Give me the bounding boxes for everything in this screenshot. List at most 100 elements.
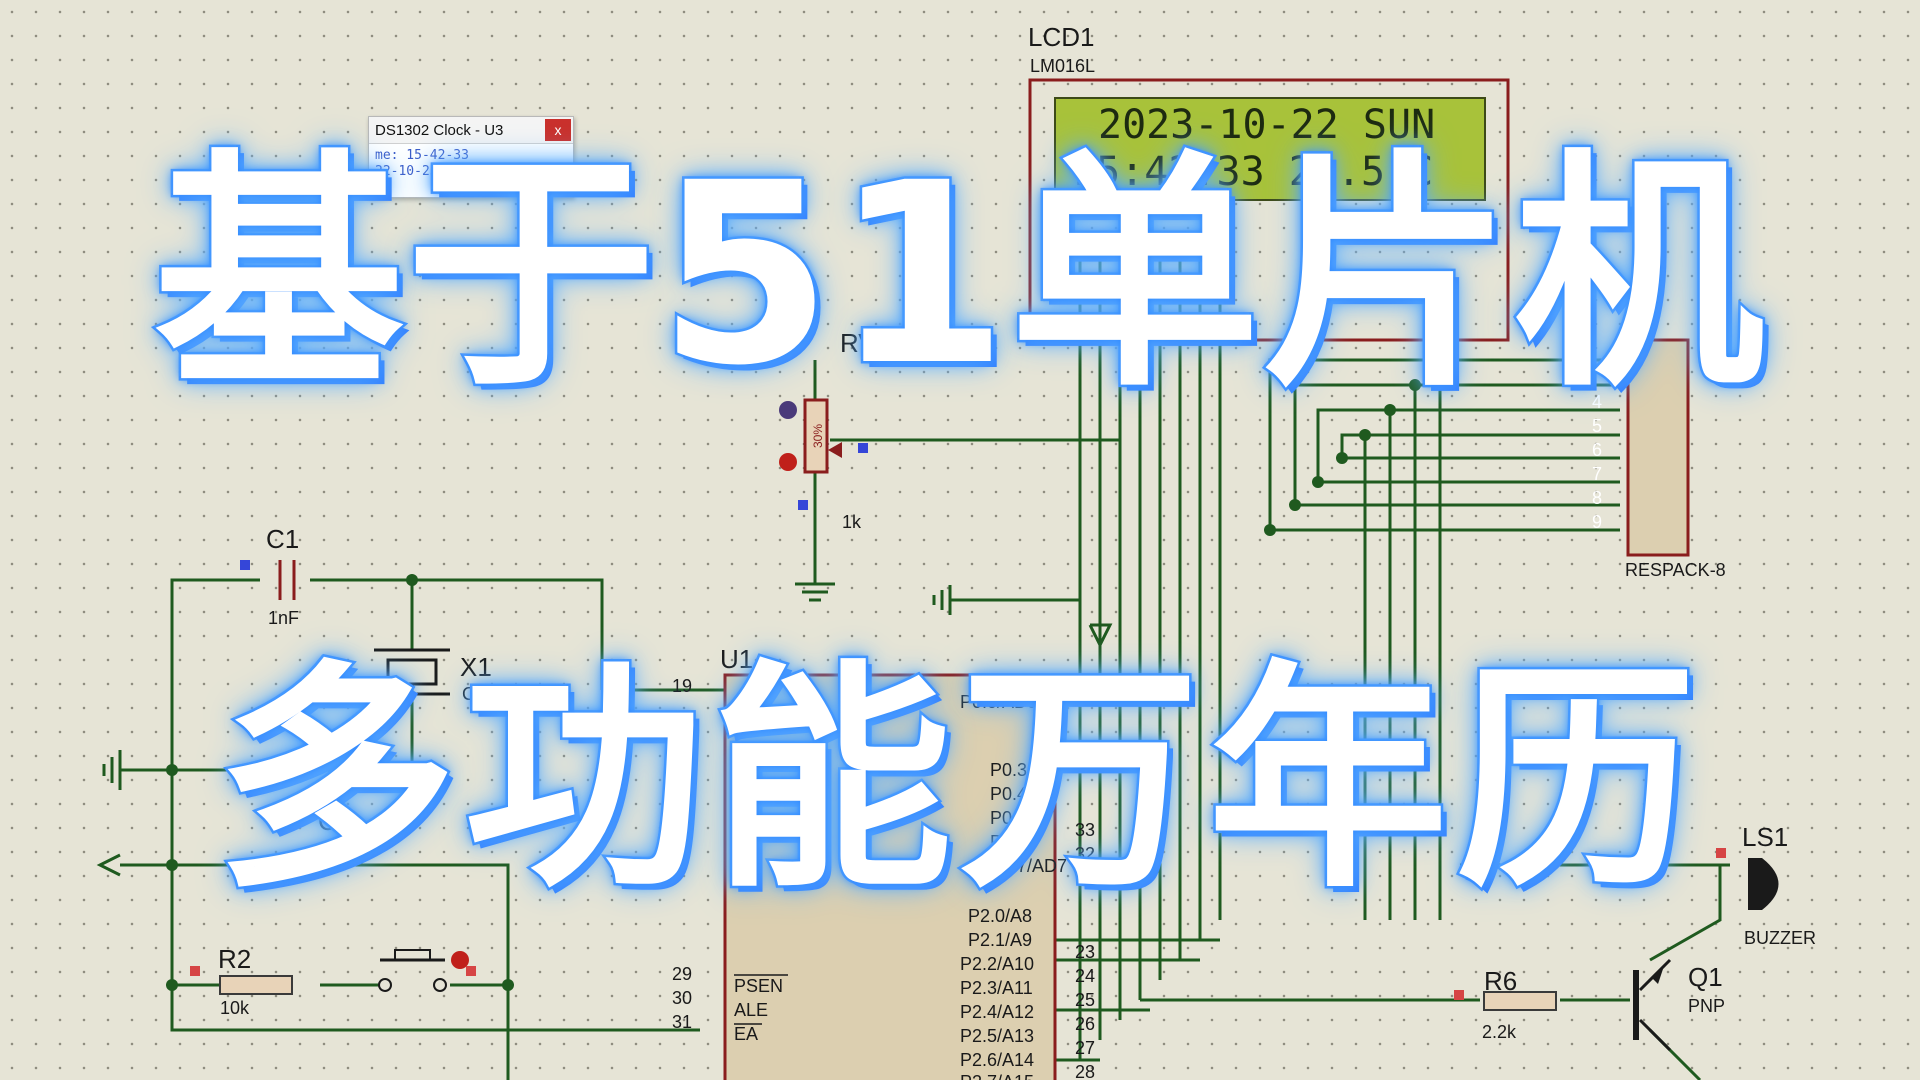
lcd-body [1028,78,1510,342]
u1-body [723,673,1057,1080]
transistor-q1[interactable]: Q1 PNP [1633,958,1725,1052]
popup-line-2: 22-10-23 [375,164,438,179]
u1-pin-num: 31 [672,1012,692,1032]
close-icon[interactable]: x [545,119,571,141]
u1-pin-name: P2.7/A15 [960,1072,1034,1080]
u1-pin-name: P2.6/A14 [960,1050,1034,1070]
u1-pin-name: P2.4/A12 [960,1002,1034,1022]
c1-ref-label: C1 [266,524,299,554]
crystal-x1[interactable]: X1 CRYSTAL [374,648,543,704]
pin-marker [798,500,808,510]
popup-title: DS1302 Clock - U3 [375,121,504,139]
r2-value-label: 10k [220,998,250,1018]
pin-marker [1454,990,1464,1000]
lcd-ref-label: LCD1 [1028,22,1094,52]
u1-pin-num: 26 [1075,1014,1095,1034]
reset-switch[interactable] [378,949,476,992]
q1-arrow [1652,966,1664,984]
junctions [166,354,1446,991]
u1-pin-name: P0.5/ [990,808,1032,828]
microcontroller-u1[interactable]: U1 19 29 PSEN 30 ALE 31 EA P0.0/AD0 39 P… [672,644,1095,1080]
x1-ref-label: X1 [460,652,492,682]
q1-ref-label: Q1 [1688,962,1723,992]
pot-probe-up[interactable] [779,401,797,419]
u1-pin19-label: 19 [672,676,692,696]
u1-pin-name: P2.3/A11 [960,978,1033,998]
respack-pin-label: 9 [1592,512,1602,532]
buzzer-horn [1762,858,1779,910]
u1-pin-name: P2.2/A10 [960,954,1034,974]
pot-ref-label: RV1 [840,328,890,358]
u1-pin-name: P2.0/A8 [968,906,1032,926]
switch-cap [394,949,431,961]
u1-pin-num: 25 [1075,990,1095,1010]
pin-marker [858,443,868,453]
u1-pin-name: P0.6/ [990,832,1032,852]
ds1302-popup-window[interactable]: DS1302 Clock - U3 x me: 15-42-33 22-10-2… [368,116,574,198]
c2-ref-label: C2 [270,706,303,736]
r2-ref-label: R2 [218,944,251,974]
lcd-pin-e-label: E [1214,242,1226,262]
popup-titlebar[interactable]: DS1302 Clock - U3 x [369,117,573,144]
popup-line-1: me: 15-42-33 [375,148,469,163]
c3-ref-label: C3 [318,806,351,836]
respack-ref-label: RESPACK-8 [1625,560,1726,580]
lcd-row-1: 2023-10-22 SUN [1098,102,1435,148]
switch-contact [378,978,392,992]
resistor-pack[interactable]: RESPACK-8 4 5 6 7 8 9 [1592,338,1726,580]
u1-pin-name: P0.4/ [990,784,1032,804]
u1-pin-num: 28 [1075,1062,1095,1080]
respack-pin-label: 5 [1592,416,1602,436]
respack-pin-label: 6 [1592,440,1602,460]
r6-value-label: 2.2k [1482,1022,1517,1042]
capacitor-c1[interactable]: C1 1nF [240,524,299,628]
headline-line-1: 基于51单片机 [152,129,1767,420]
resistor-r2[interactable]: R2 10k [190,944,293,1018]
popup-body: me: 15-42-33 22-10-23 [369,144,573,184]
x1-body [386,658,438,686]
ground-symbols [96,580,1113,877]
ls1-value-label: BUZZER [1744,928,1816,948]
lcd-screen [1054,97,1486,201]
pin-marker [466,966,476,976]
respack-pin-label: 8 [1592,488,1602,508]
u1-pin-num: 39 [1075,676,1095,696]
pin-marker [190,966,200,976]
pot-wiper-arrow [828,442,842,458]
r6-body [1483,991,1557,1011]
switch-probe[interactable] [451,951,469,969]
potentiometer-rv1[interactable]: RV1 30% 1k [779,328,890,532]
x1-value-label: CRYSTAL [462,684,543,704]
r2-body [219,975,293,995]
u1-pin-name: EA [734,1024,758,1044]
pin-marker [1716,848,1726,858]
u1-ref-label: U1 [720,644,753,674]
u1-pin-name: P0.0/AD0 [960,692,1037,712]
u1-pin-name: P2.1/A9 [968,930,1032,950]
respack-pin-label: 7 [1592,464,1602,484]
u1-pin-num: 33 [1075,820,1095,840]
headline-line-2: 多功能万年历 [213,640,1704,920]
u1-pin-name: ALE [734,1000,768,1020]
pot-probe-down[interactable] [779,453,797,471]
respack-pin-label: 4 [1592,392,1602,412]
lcd-display[interactable]: LCD1 LM016L 2023-10-22 SUN 15:42:33 26.5… [1028,22,1510,342]
pot-body [803,398,829,474]
buzzer-body [1748,858,1762,910]
resistor-r6[interactable]: R6 2.2k [1454,966,1557,1042]
q1-collector [1638,1018,1672,1052]
lcd-row-2: 15:42:33 26.5°C [1072,149,1433,195]
pot-percent: 30% [811,424,825,448]
q1-value-label: PNP [1688,996,1725,1016]
switch-contact [433,978,447,992]
ls1-ref-label: LS1 [1742,822,1788,852]
c1-value-label: 1nF [268,608,299,628]
lcd-model-label: LM016L [1030,56,1095,76]
u1-pin-name: P2.5/A13 [960,1026,1034,1046]
u1-pin-num: 30 [672,988,692,1008]
respack-body [1626,338,1690,557]
u1-pin-name: PSEN [734,976,783,996]
u1-pin-name: P0.3/ [990,760,1032,780]
buzzer-ls1[interactable]: LS1 BUZZER [1716,822,1816,948]
